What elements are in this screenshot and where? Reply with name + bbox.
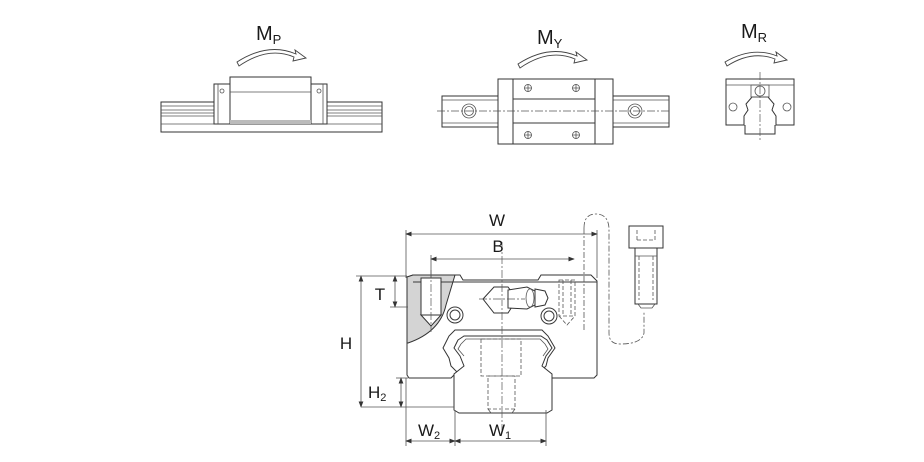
dimension-W1: W1 <box>454 410 547 446</box>
pitch-label: MP <box>256 23 281 47</box>
pitch-arrow-icon <box>236 48 308 67</box>
dimension-W: W <box>405 211 598 278</box>
grease-nipple <box>482 286 549 314</box>
label-T: T <box>375 285 385 304</box>
pitch-end-seal-right <box>310 83 328 125</box>
cross-section <box>406 242 598 430</box>
mounting-bolt <box>583 213 664 345</box>
label-H: H <box>340 334 352 353</box>
yaw-arrow-icon <box>517 50 589 69</box>
pitch-block <box>229 76 312 125</box>
yaw-view: MY <box>437 27 671 145</box>
roll-label: MR <box>741 21 767 45</box>
pitch-end-seal-left <box>213 83 231 125</box>
rail-hole-right <box>627 103 643 119</box>
roll-arrow-icon <box>724 50 789 67</box>
dimension-B: B <box>430 237 575 278</box>
mounting-screws <box>524 84 580 139</box>
yaw-label: MY <box>537 27 563 51</box>
rail <box>453 335 553 414</box>
label-W2: W2 <box>418 421 440 442</box>
roll-view: MR <box>724 21 795 140</box>
label-B: B <box>492 237 503 256</box>
label-W: W <box>489 211 505 230</box>
dimension-T: T <box>375 275 408 308</box>
dimension-W2: W2 <box>405 378 456 446</box>
dimension-H2: H2 <box>361 377 454 408</box>
label-H2: H2 <box>368 383 386 404</box>
dimension-H: H <box>340 275 390 408</box>
pitch-view: MP <box>160 23 383 133</box>
label-W1: W1 <box>489 421 511 442</box>
